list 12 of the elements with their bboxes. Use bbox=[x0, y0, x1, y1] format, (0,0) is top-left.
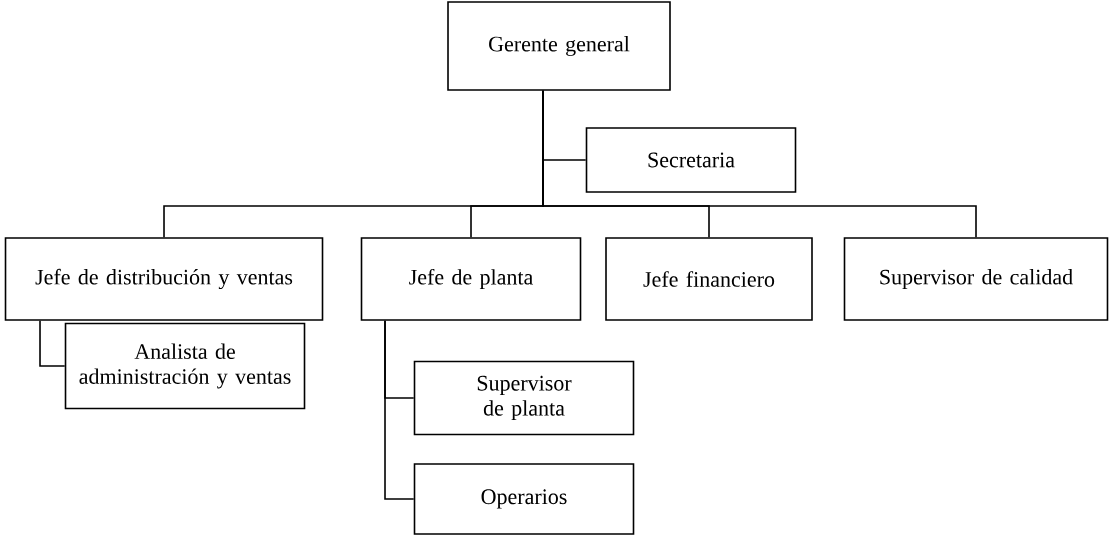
org-box: Supervisor de calidad bbox=[843, 237, 1109, 321]
org-box: Operarios bbox=[413, 463, 635, 535]
org-box: Gerente general bbox=[447, 1, 671, 91]
org-box: Supervisor de planta bbox=[413, 360, 635, 436]
connector-line bbox=[542, 90, 977, 238]
org-box: Jefe financiero bbox=[605, 237, 813, 321]
connector-line bbox=[384, 320, 415, 500]
org-box: Secretaria bbox=[585, 127, 797, 193]
org-box: Analista de administración y ventas bbox=[64, 322, 306, 410]
org-box: Jefe de planta bbox=[360, 237, 582, 321]
connector-line bbox=[39, 320, 66, 367]
org-box: Jefe de distribución y ventas bbox=[4, 237, 324, 321]
